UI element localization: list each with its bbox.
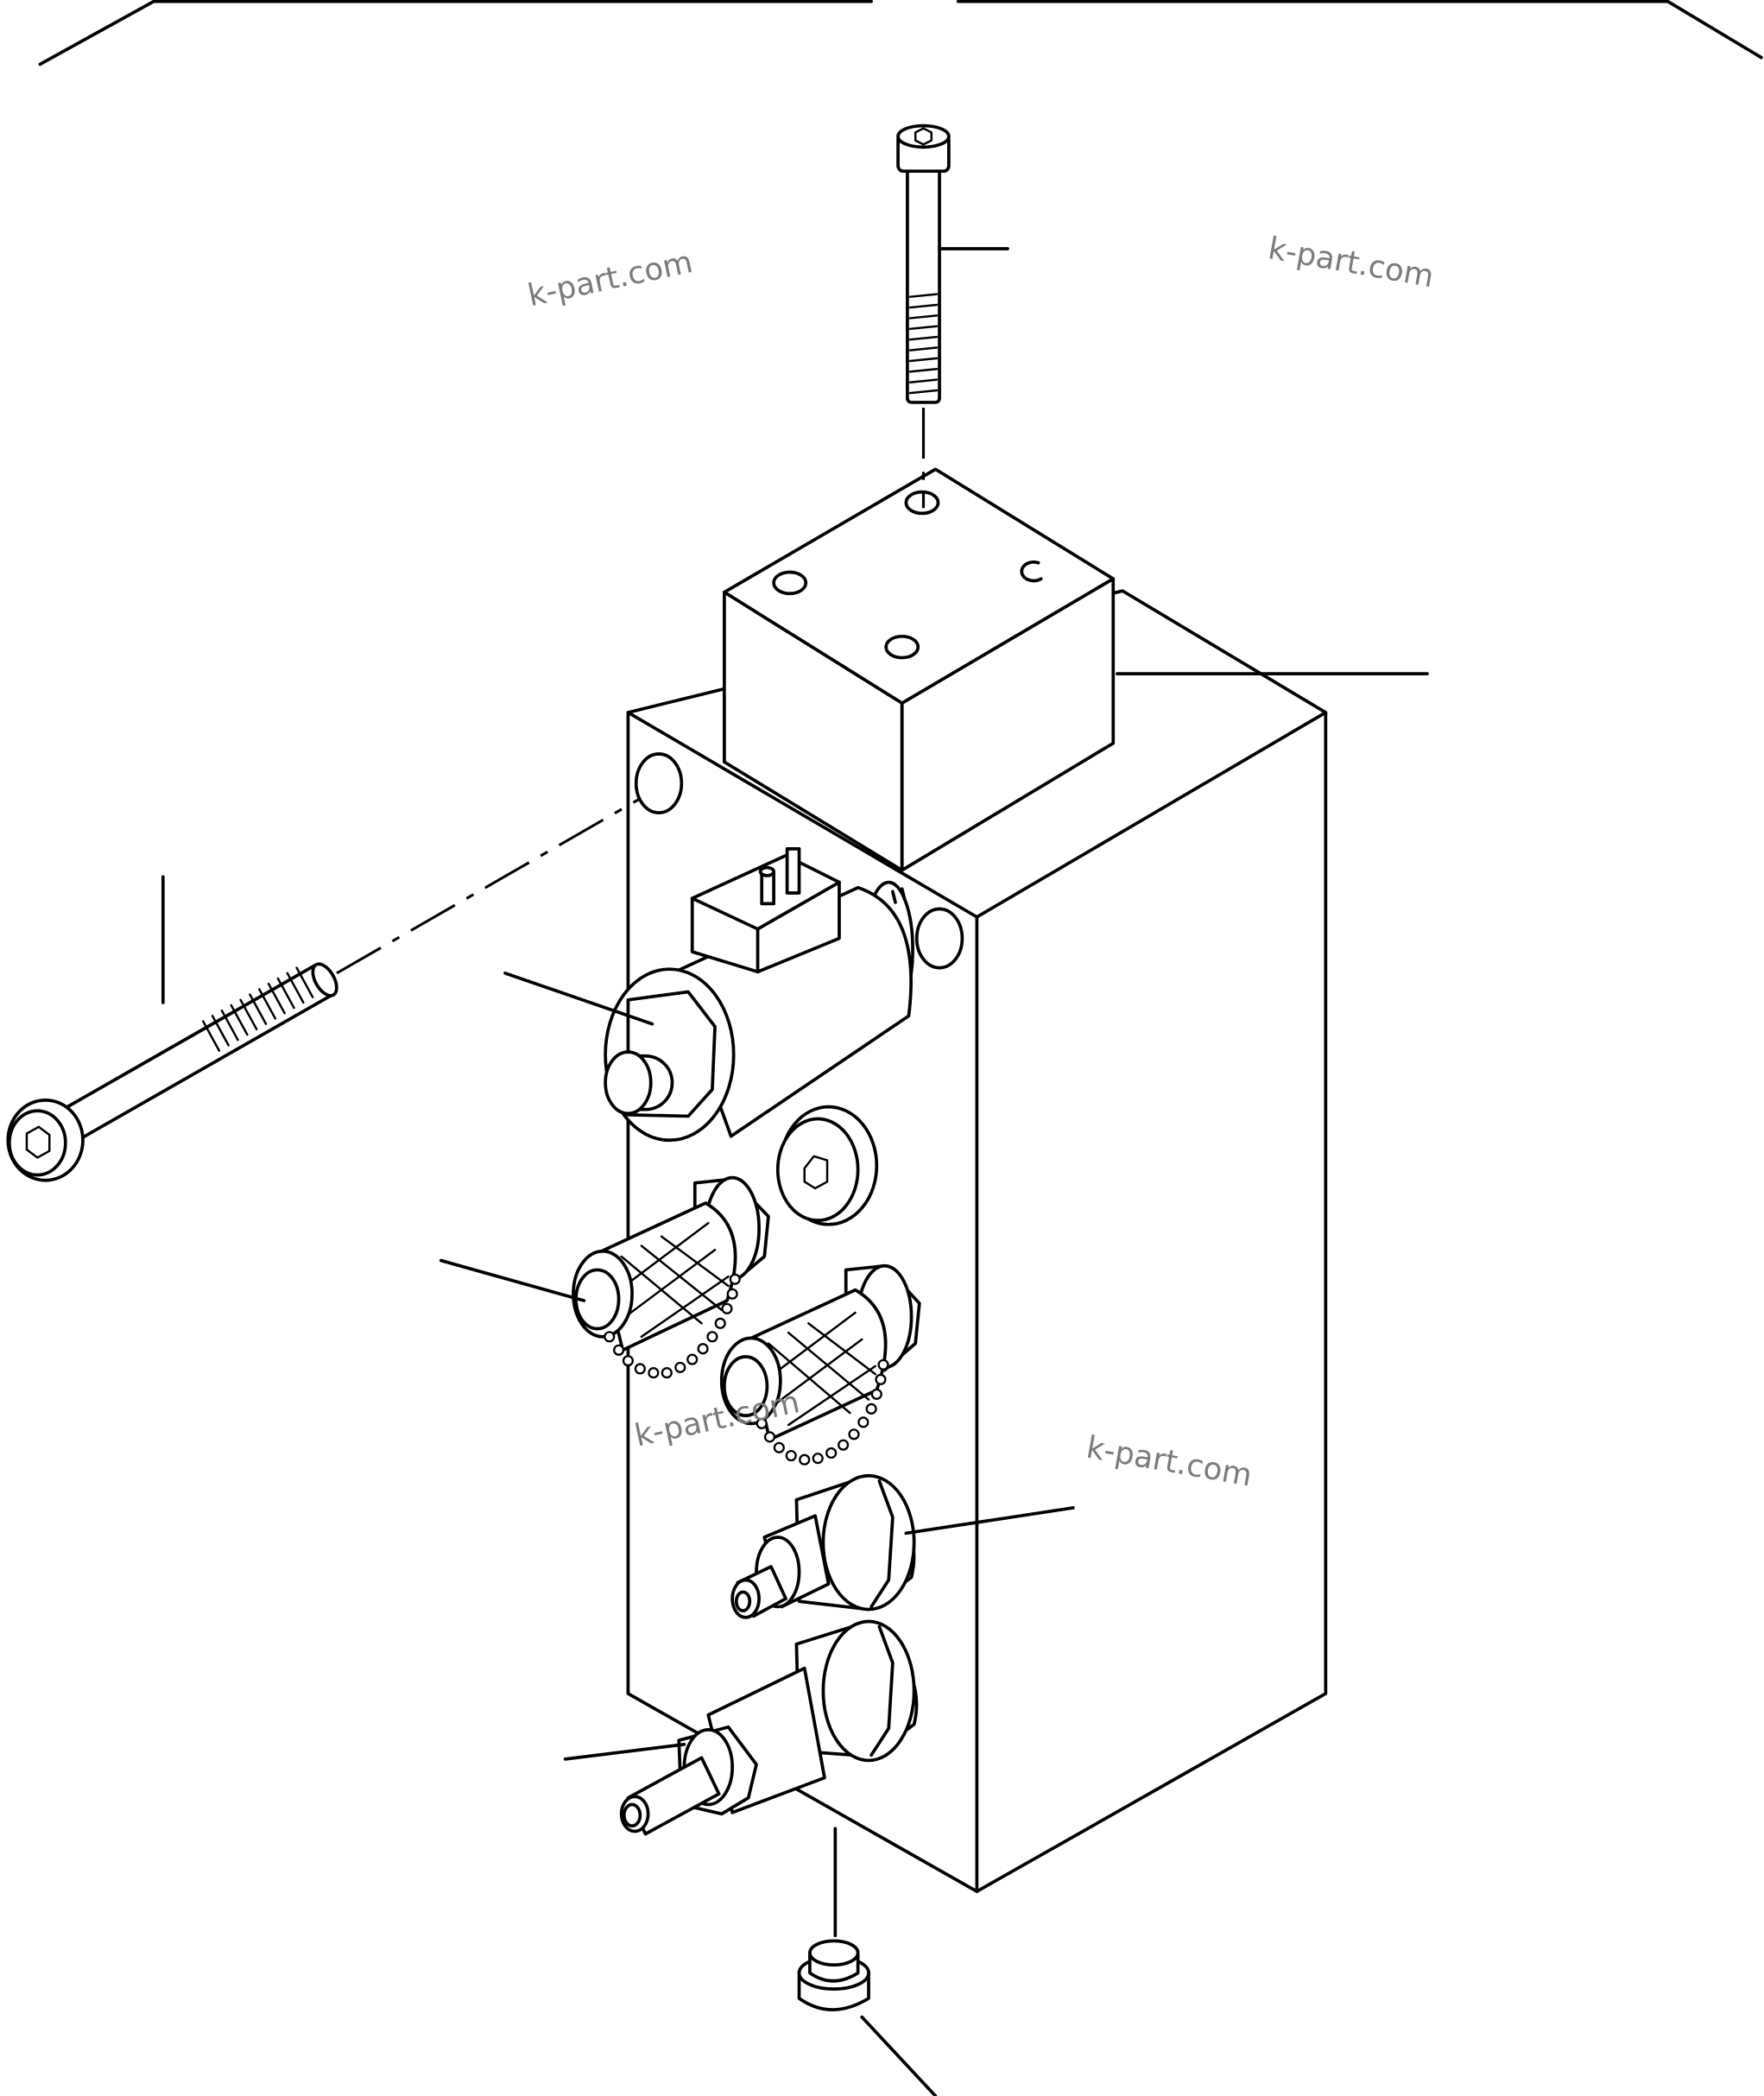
- bolt-hole: [772, 570, 808, 596]
- frame-border: [38, 0, 1763, 66]
- chain-1: [604, 1273, 741, 1379]
- watermark: k-part.com: [1266, 231, 1437, 294]
- pressure-sensor: [619, 1619, 919, 1836]
- watermark: k-part.com: [525, 244, 696, 313]
- pressure-switch: [730, 1473, 916, 1619]
- test-coupling-1: [572, 1175, 770, 1379]
- cap-block: [723, 467, 1116, 872]
- bolt-hole: [884, 634, 920, 660]
- bottom-plug: [797, 1939, 870, 2011]
- test-coupling-2: [719, 1263, 921, 1466]
- leader-lines: [161, 247, 1429, 2096]
- bolt-hole: [904, 490, 940, 516]
- chain-2: [756, 1358, 889, 1466]
- cap-screw-vertical: [896, 123, 951, 509]
- hex-socket-plug: [775, 1105, 879, 1226]
- cap-screw-horizontal: [6, 798, 640, 1182]
